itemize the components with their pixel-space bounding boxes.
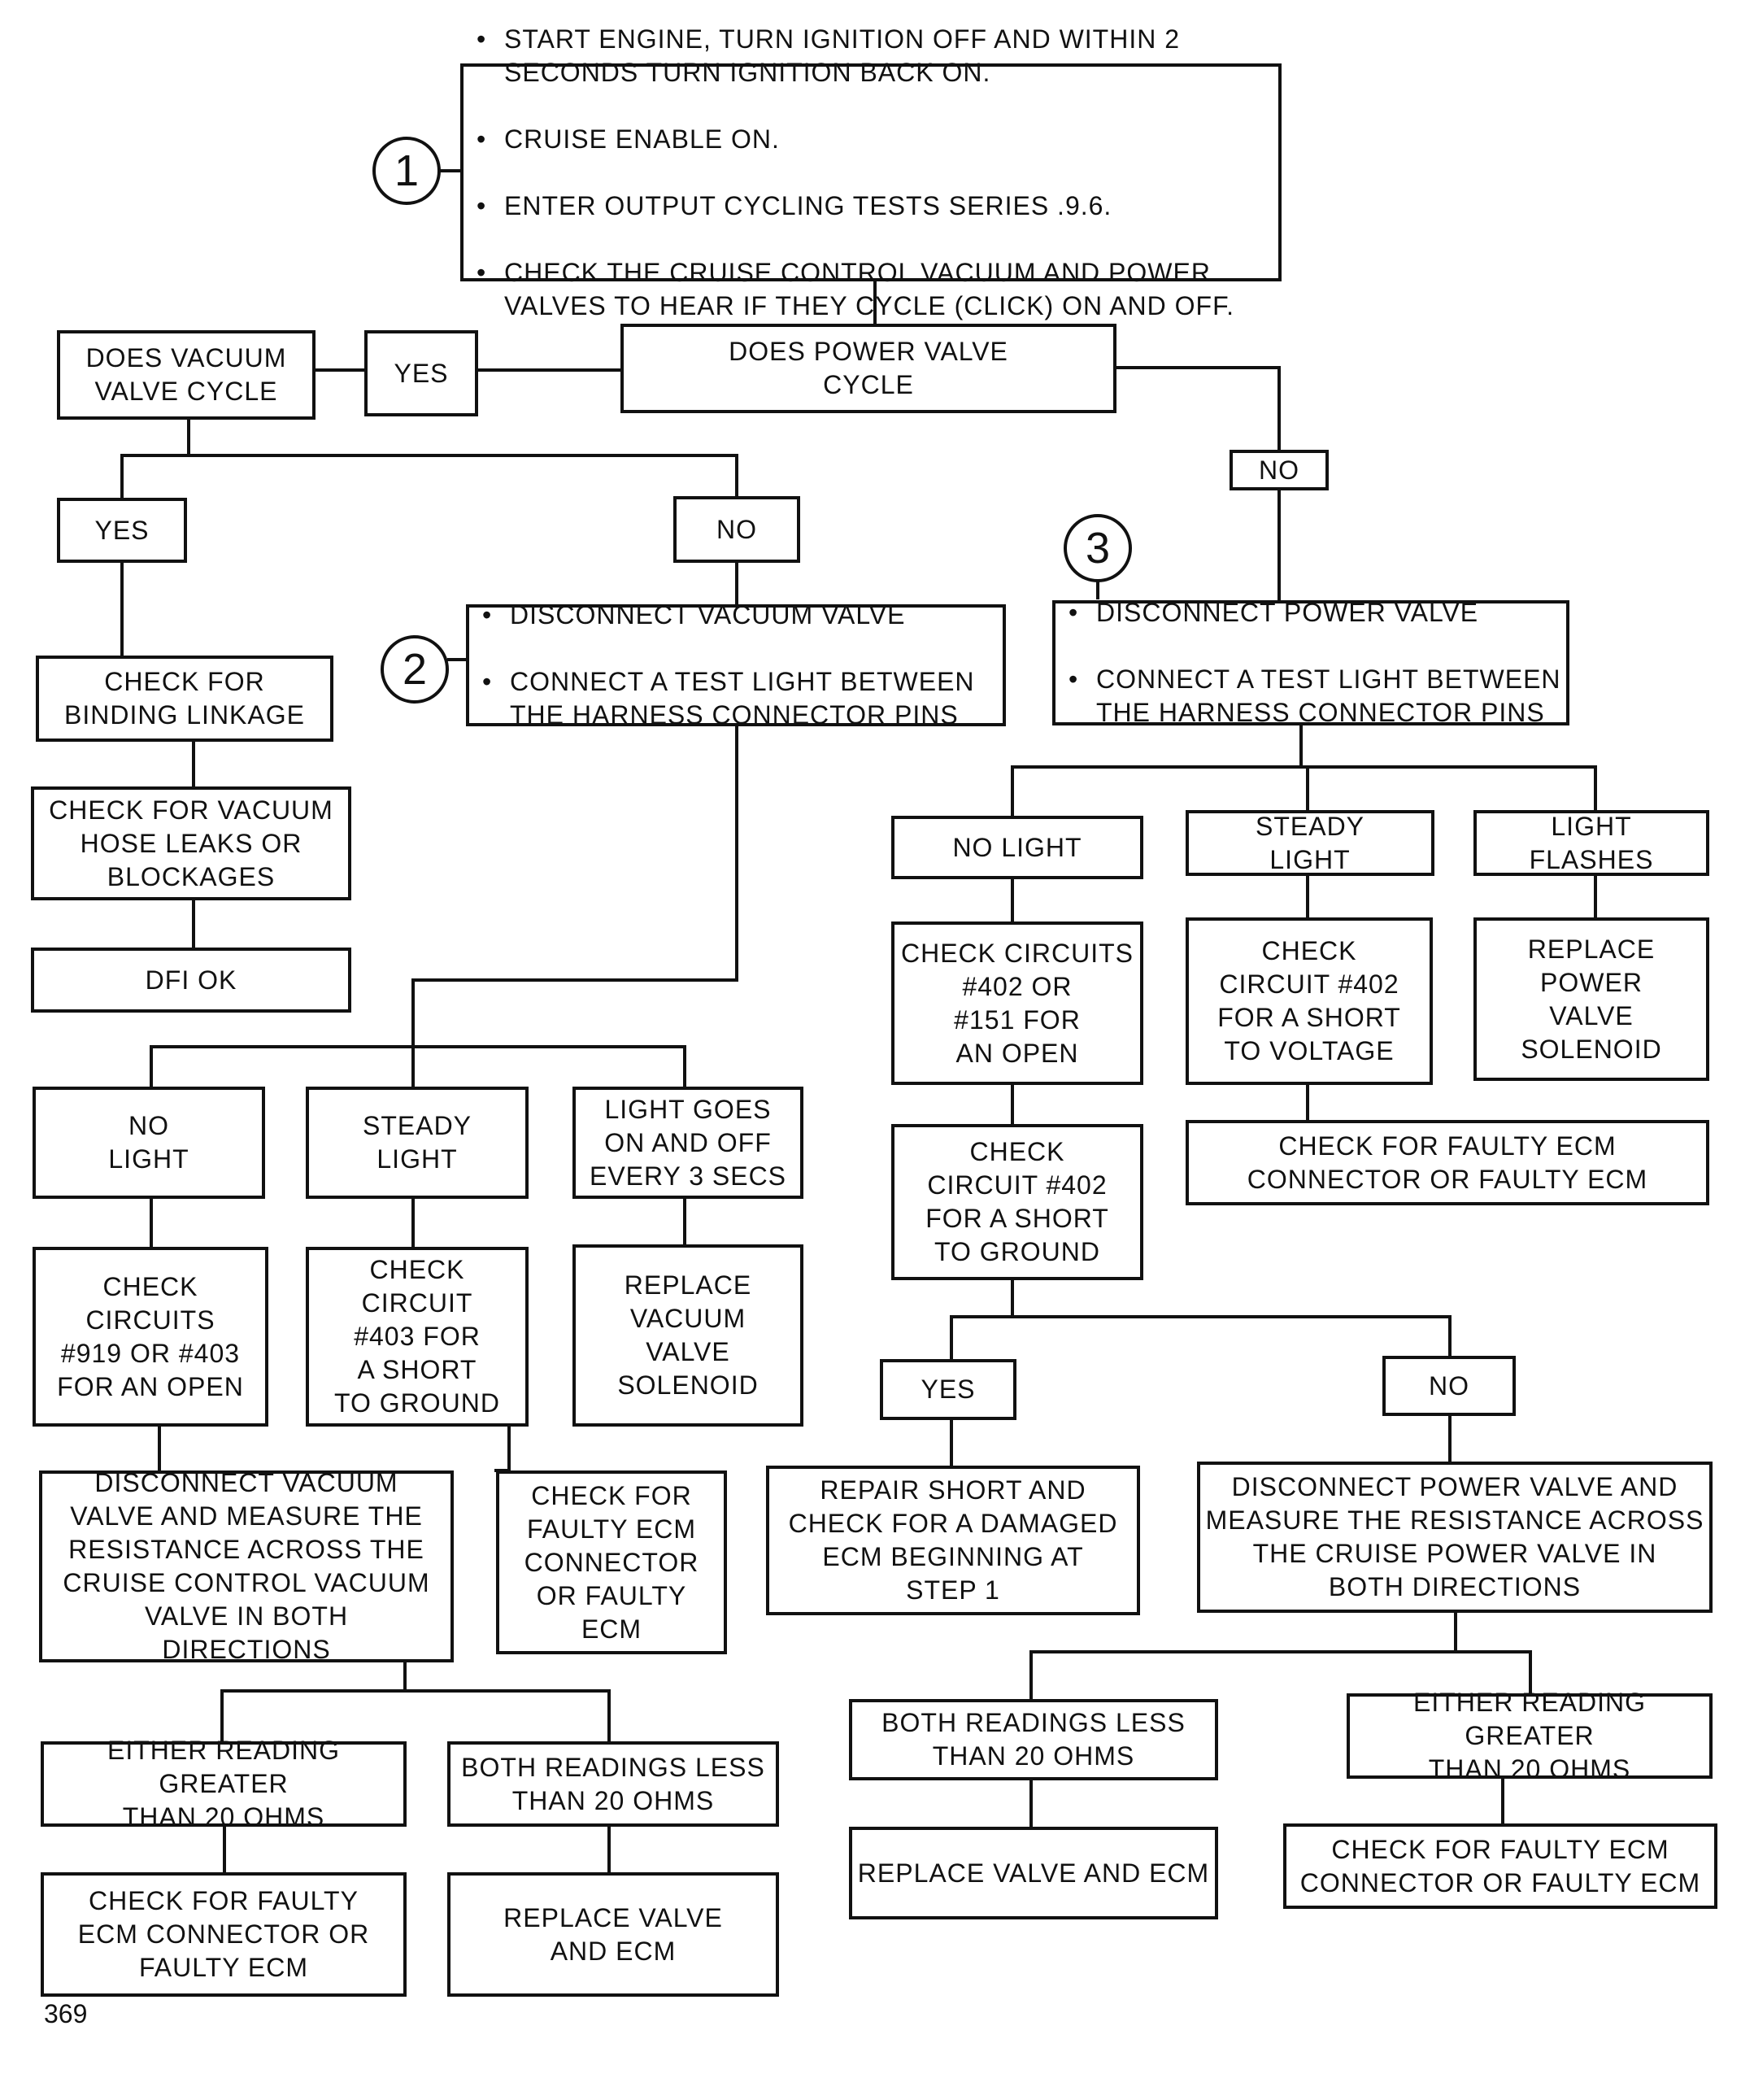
pwr-check-faulty-ecm-connector: CHECK FOR FAULTY ECM CONNECTOR OR FAULTY…: [1283, 1823, 1717, 1909]
pwr-check-circuit-402-ground: CHECK CIRCUIT #402 FOR A SHORT TO GROUND: [891, 1124, 1143, 1280]
yes-label: YES: [880, 1359, 1016, 1420]
check-vacuum-hose: CHECK FOR VACUUM HOSE LEAKS OR BLOCKAGES: [31, 786, 351, 900]
step-2-marker: 2: [381, 635, 449, 704]
step-3-instructions: DISCONNECT POWER VALVE CONNECT A TEST LI…: [1052, 596, 1569, 727]
no-label: NO: [673, 496, 800, 563]
vac-both-readings-less: BOTH READINGS LESS THAN 20 OHMS: [447, 1741, 779, 1827]
step-1-bullet: ENTER OUTPUT CYCLING TESTS SERIES .9.6.: [468, 190, 1234, 223]
pwr-replace-valve-ecm: REPLACE VALVE AND ECM: [849, 1827, 1218, 1919]
vac-no-light: NO LIGHT: [33, 1087, 265, 1199]
pwr-repair-short: REPAIR SHORT AND CHECK FOR A DAMAGED ECM…: [766, 1466, 1140, 1615]
vac-check-faulty-ecm: CHECK FOR FAULTY ECM CONNECTOR OR FAULTY…: [496, 1470, 727, 1654]
pwr-replace-solenoid: REPLACE POWER VALVE SOLENOID: [1473, 917, 1709, 1081]
step-2-bullet: DISCONNECT VACUUM VALVE: [474, 599, 975, 632]
step-2-instructions: DISCONNECT VACUUM VALVE CONNECT A TEST L…: [466, 599, 1006, 730]
step-1-bullet: START ENGINE, TURN IGNITION OFF AND WITH…: [468, 23, 1234, 89]
step-1-bullet: CRUISE ENABLE ON.: [468, 123, 1234, 156]
vac-steady-light: STEADY LIGHT: [306, 1087, 529, 1199]
pwr-check-circuit-402-voltage: CHECK CIRCUIT #402 FOR A SHORT TO VOLTAG…: [1186, 917, 1433, 1085]
pwr-check-faulty-ecm: CHECK FOR FAULTY ECM CONNECTOR OR FAULTY…: [1186, 1120, 1709, 1205]
step-1-instructions: START ENGINE, TURN IGNITION OFF AND WITH…: [460, 23, 1282, 320]
pwr-steady-light: STEADY LIGHT: [1186, 810, 1434, 876]
pwr-light-flashes: LIGHT FLASHES: [1473, 810, 1709, 876]
vac-replace-solenoid: REPLACE VACUUM VALVE SOLENOID: [572, 1244, 803, 1427]
page-number: 369: [44, 1999, 88, 2028]
dfi-ok: DFI OK: [31, 948, 351, 1013]
step-1-bullet: CHECK THE CRUISE CONTROL VACUUM AND POWE…: [468, 256, 1234, 323]
vac-replace-valve-ecm: REPLACE VALVE AND ECM: [447, 1872, 779, 1997]
check-binding-linkage: CHECK FOR BINDING LINKAGE: [36, 656, 333, 742]
pwr-both-readings-less: BOTH READINGS LESS THAN 20 OHMS: [849, 1699, 1218, 1780]
vac-check-faulty-ecm-connector: CHECK FOR FAULTY ECM CONNECTOR OR FAULTY…: [41, 1872, 407, 1997]
step-3-bullet: CONNECT A TEST LIGHT BETWEEN THE HARNESS…: [1060, 663, 1561, 730]
vac-either-reading-greater: EITHER READING GREATER THAN 20 OHMS: [41, 1736, 407, 1832]
pwr-no-light: NO LIGHT: [891, 816, 1143, 879]
no-label: NO: [1230, 450, 1329, 490]
step-2-bullet: CONNECT A TEST LIGHT BETWEEN THE HARNESS…: [474, 665, 975, 732]
vac-check-circuits-919-403: CHECK CIRCUITS #919 OR #403 FOR AN OPEN: [33, 1247, 268, 1427]
yes-label: YES: [364, 330, 478, 416]
pwr-disconnect-measure: DISCONNECT POWER VALVE AND MEASURE THE R…: [1197, 1462, 1713, 1613]
power-valve-question: DOES POWER VALVE CYCLE: [620, 324, 1116, 413]
step-1-marker: 1: [372, 137, 441, 205]
vac-light-goes-on-off: LIGHT GOES ON AND OFF EVERY 3 SECS: [572, 1087, 803, 1199]
no-label: NO: [1382, 1356, 1516, 1416]
step-3-bullet: DISCONNECT POWER VALVE: [1060, 596, 1561, 630]
pwr-check-circuits-402-151: CHECK CIRCUITS #402 OR #151 FOR AN OPEN: [891, 921, 1143, 1085]
step-3-marker: 3: [1064, 514, 1132, 582]
vac-check-circuit-403: CHECK CIRCUIT #403 FOR A SHORT TO GROUND: [306, 1247, 529, 1427]
vacuum-valve-question: DOES VACUUM VALVE CYCLE: [57, 330, 316, 420]
pwr-either-reading-greater: EITHER READING GREATER THAN 20 OHMS: [1347, 1688, 1713, 1784]
vac-disconnect-measure: DISCONNECT VACUUM VALVE AND MEASURE THE …: [39, 1468, 454, 1664]
yes-label: YES: [57, 498, 187, 563]
